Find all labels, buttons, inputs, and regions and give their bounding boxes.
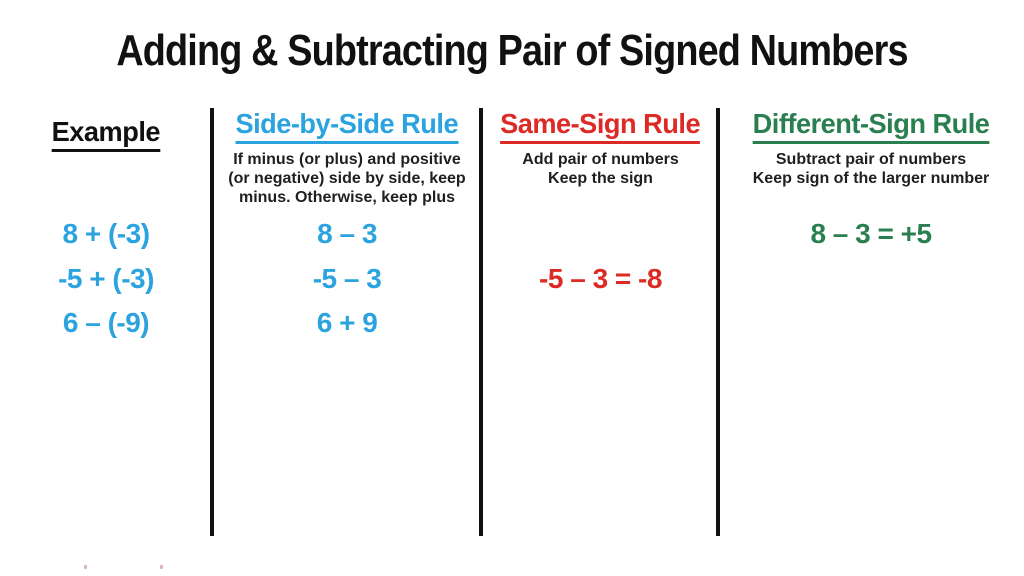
slide-title: Adding & Subtracting Pair of Signed Numb… [116, 26, 908, 75]
column-example: Example 8 + (-3) -5 + (-3) 6 – (-9) [8, 0, 204, 576]
column-example-header: Example [51, 116, 161, 152]
column-example-header-wrap: Example [8, 116, 204, 152]
example-expression-2: -5 + (-3) [58, 263, 154, 294]
different-sign-description: Subtract pair of numbers Keep sign of th… [724, 150, 1018, 188]
side-by-side-expression-1: 8 – 3 [317, 218, 377, 249]
side-by-side-expression-2: -5 – 3 [312, 263, 382, 294]
column-divider-3 [716, 108, 720, 536]
column-different-sign-rule: Different-Sign Rule Subtract pair of num… [724, 0, 1018, 576]
same-sign-description: Add pair of numbers Keep the sign [488, 150, 713, 188]
side-by-side-expression-3: 6 + 9 [316, 307, 378, 338]
different-sign-description-line-2: Keep sign of the larger number [752, 170, 990, 187]
side-by-side-header: Side-by-Side Rule [235, 108, 459, 144]
same-sign-description-line-1: Add pair of numbers [522, 151, 679, 168]
example-expression-1: 8 + (-3) [62, 218, 150, 249]
example-expression-3: 6 – (-9) [62, 307, 150, 338]
side-by-side-description-line-1: If minus (or plus) and positive [233, 151, 461, 168]
same-sign-header-wrap: Same-Sign Rule [488, 108, 713, 144]
different-sign-header: Different-Sign Rule [752, 108, 990, 144]
different-sign-equation: 8 – 3 = +5 [810, 218, 932, 249]
same-sign-description-line-2: Keep the sign [548, 170, 653, 187]
side-by-side-header-wrap: Side-by-Side Rule [218, 108, 476, 144]
side-by-side-description-line-2: (or negative) side by side, keep [228, 170, 466, 187]
different-sign-description-line-1: Subtract pair of numbers [775, 151, 967, 168]
different-sign-header-wrap: Different-Sign Rule [724, 108, 1018, 144]
column-divider-2 [479, 108, 483, 536]
artifact-speck-1 [84, 565, 87, 569]
side-by-side-description: If minus (or plus) and positive (or nega… [218, 150, 476, 207]
artifact-speck-2 [160, 565, 163, 569]
same-sign-header: Same-Sign Rule [500, 108, 701, 144]
column-same-sign-rule: Same-Sign Rule Add pair of numbers Keep … [488, 0, 713, 576]
column-divider-1 [210, 108, 214, 536]
same-sign-equation: -5 – 3 = -8 [539, 263, 662, 294]
column-side-by-side-rule: Side-by-Side Rule If minus (or plus) and… [218, 0, 476, 576]
side-by-side-description-line-3: minus. Otherwise, keep plus [238, 189, 456, 206]
